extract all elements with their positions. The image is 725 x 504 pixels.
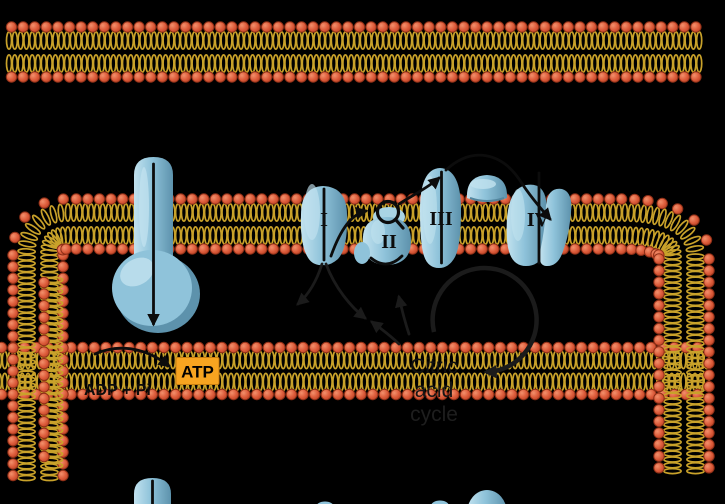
- complex-ii-highlight: [371, 220, 385, 244]
- complex-iv-label: IV: [527, 209, 550, 231]
- complex-ii-bottom-arc: [369, 254, 404, 266]
- outer-membrane: [5, 21, 703, 83]
- complex-iii-highlight: [423, 176, 437, 244]
- partial-protein-dome: [468, 490, 506, 504]
- partial-protein-sliver-1: [317, 501, 333, 504]
- q-tail: [393, 217, 405, 230]
- atp-label: ATP: [181, 363, 214, 382]
- atp-synthase: [112, 157, 200, 333]
- nadh-arrow-left: [296, 262, 324, 306]
- atp-box: [175, 357, 220, 385]
- complex-i-highlight: [304, 184, 320, 240]
- adp-to-atp-arrow: [93, 346, 171, 368]
- citric-cycle-label-line2: acid: [415, 379, 454, 402]
- electron-arrow-i-to-q: [329, 206, 369, 258]
- q-circle: [375, 199, 401, 225]
- complex-ii-foot: [354, 242, 370, 264]
- complex-ii-label: II: [381, 231, 397, 253]
- complex-iv-highlight: [511, 189, 525, 241]
- bottom-partial-proteins: [134, 478, 506, 504]
- complex-i-label: I: [320, 209, 328, 231]
- complex-iii-label: III: [429, 208, 453, 230]
- inner-membrane: [7, 193, 715, 482]
- atp-synthase-head-highlight: [120, 257, 154, 287]
- electron-arrow-q-to-iii: [397, 176, 441, 206]
- labels: I II III IV ADP + Pi Citric acid cycle A…: [84, 208, 550, 426]
- citric-acid-cycle-circle-arrow: [430, 265, 539, 379]
- cytochrome-c: [466, 175, 508, 202]
- ubiquinone-q: [375, 199, 405, 230]
- partial-protein-sliver-2: [431, 500, 449, 504]
- nadh-arrow-right: [324, 262, 367, 320]
- citric-cycle-label-line3: cycle: [410, 403, 458, 426]
- atp-badge: ATP: [175, 357, 220, 385]
- electron-arrow-iii-to-iv: [444, 153, 552, 221]
- atp-synthase-stalk-highlight: [139, 167, 149, 247]
- annotations: [93, 153, 552, 504]
- atp-synthase-head: [112, 250, 192, 326]
- inner-membrane-fold: [38, 276, 64, 469]
- cytochrome-c-highlight: [470, 179, 496, 189]
- citric-cycle-label-line1: Citric: [410, 355, 458, 378]
- cycle-exit-arrow: [369, 320, 401, 346]
- adp-pi-label: ADP + Pi: [84, 382, 151, 399]
- cytochrome-c-base-line: [469, 197, 505, 202]
- fadh2-arrow-up: [395, 294, 411, 336]
